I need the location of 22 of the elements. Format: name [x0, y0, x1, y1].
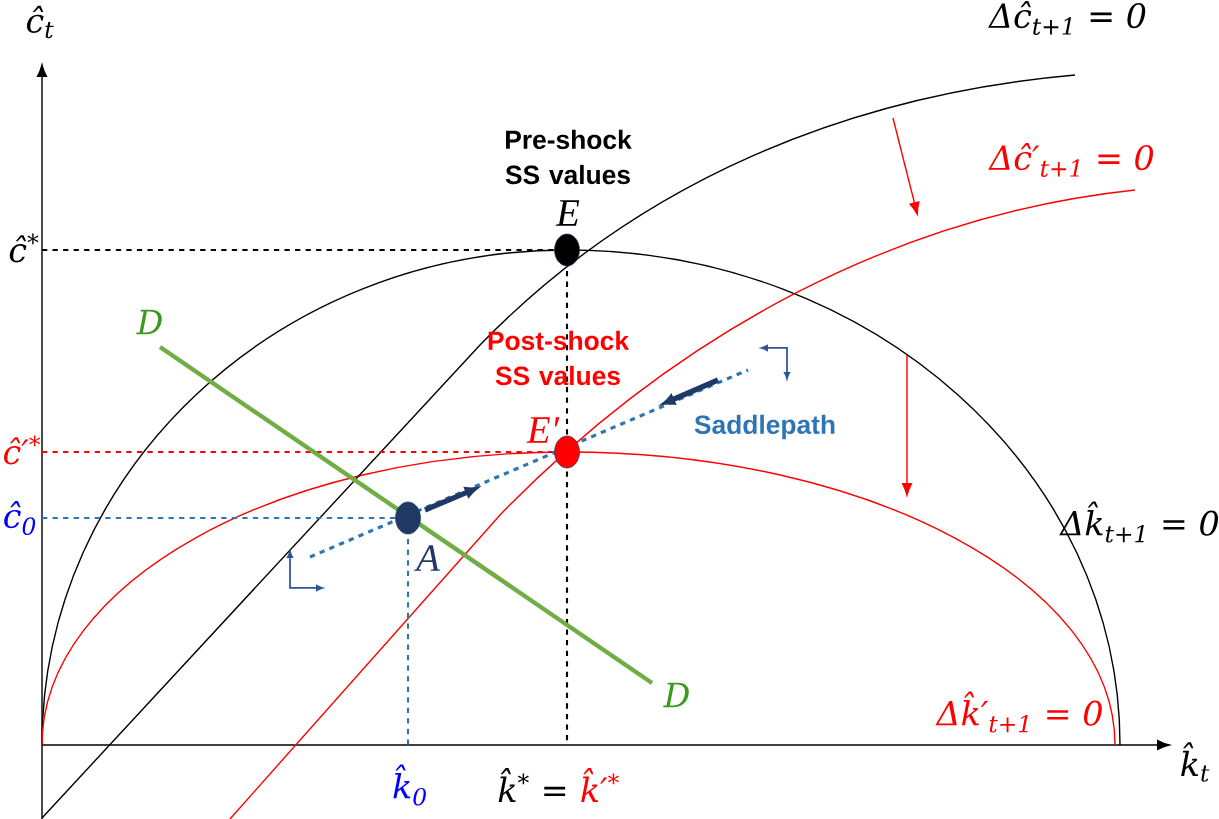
- axis-label: ĉ′$^{*}$: [4, 435, 41, 465]
- axis-label: k̂$_{t}$: [1181, 742, 1210, 782]
- axis-label: Saddlepath: [694, 414, 835, 440]
- equilibrium-point: [395, 501, 421, 535]
- axis-label: D: [663, 682, 689, 708]
- axis-label: Post-shock SS values: [488, 330, 630, 386]
- point-label: E: [555, 200, 580, 226]
- point-label: A: [414, 545, 440, 571]
- axis-label: ĉ$_{0}$: [4, 501, 36, 535]
- point-label: E′: [526, 417, 560, 443]
- axis-label: k̂$_{0}$: [393, 764, 426, 806]
- axis-label: ĉ$^{*}$: [9, 233, 39, 263]
- axis-label: Δk̂$_{t+1}$ = 0: [1059, 501, 1218, 543]
- axis-label: ĉ$_{t}$: [26, 5, 54, 39]
- axis-label: Δk̂′$_{t+1}$ = 0: [935, 691, 1102, 733]
- axis-label: Pre-shock SS values: [505, 129, 632, 185]
- equilibrium-point: [554, 233, 580, 267]
- axis-label: Δĉ′$_{t+1}$ = 0: [988, 143, 1153, 177]
- axis-label: Δĉ$_{t+1}$ = 0: [987, 1, 1146, 35]
- axis-label: k̂$^{*}$ =: [498, 768, 566, 802]
- axis-label: D: [136, 309, 162, 335]
- axis-label: k̂′$^{*}$: [581, 768, 619, 802]
